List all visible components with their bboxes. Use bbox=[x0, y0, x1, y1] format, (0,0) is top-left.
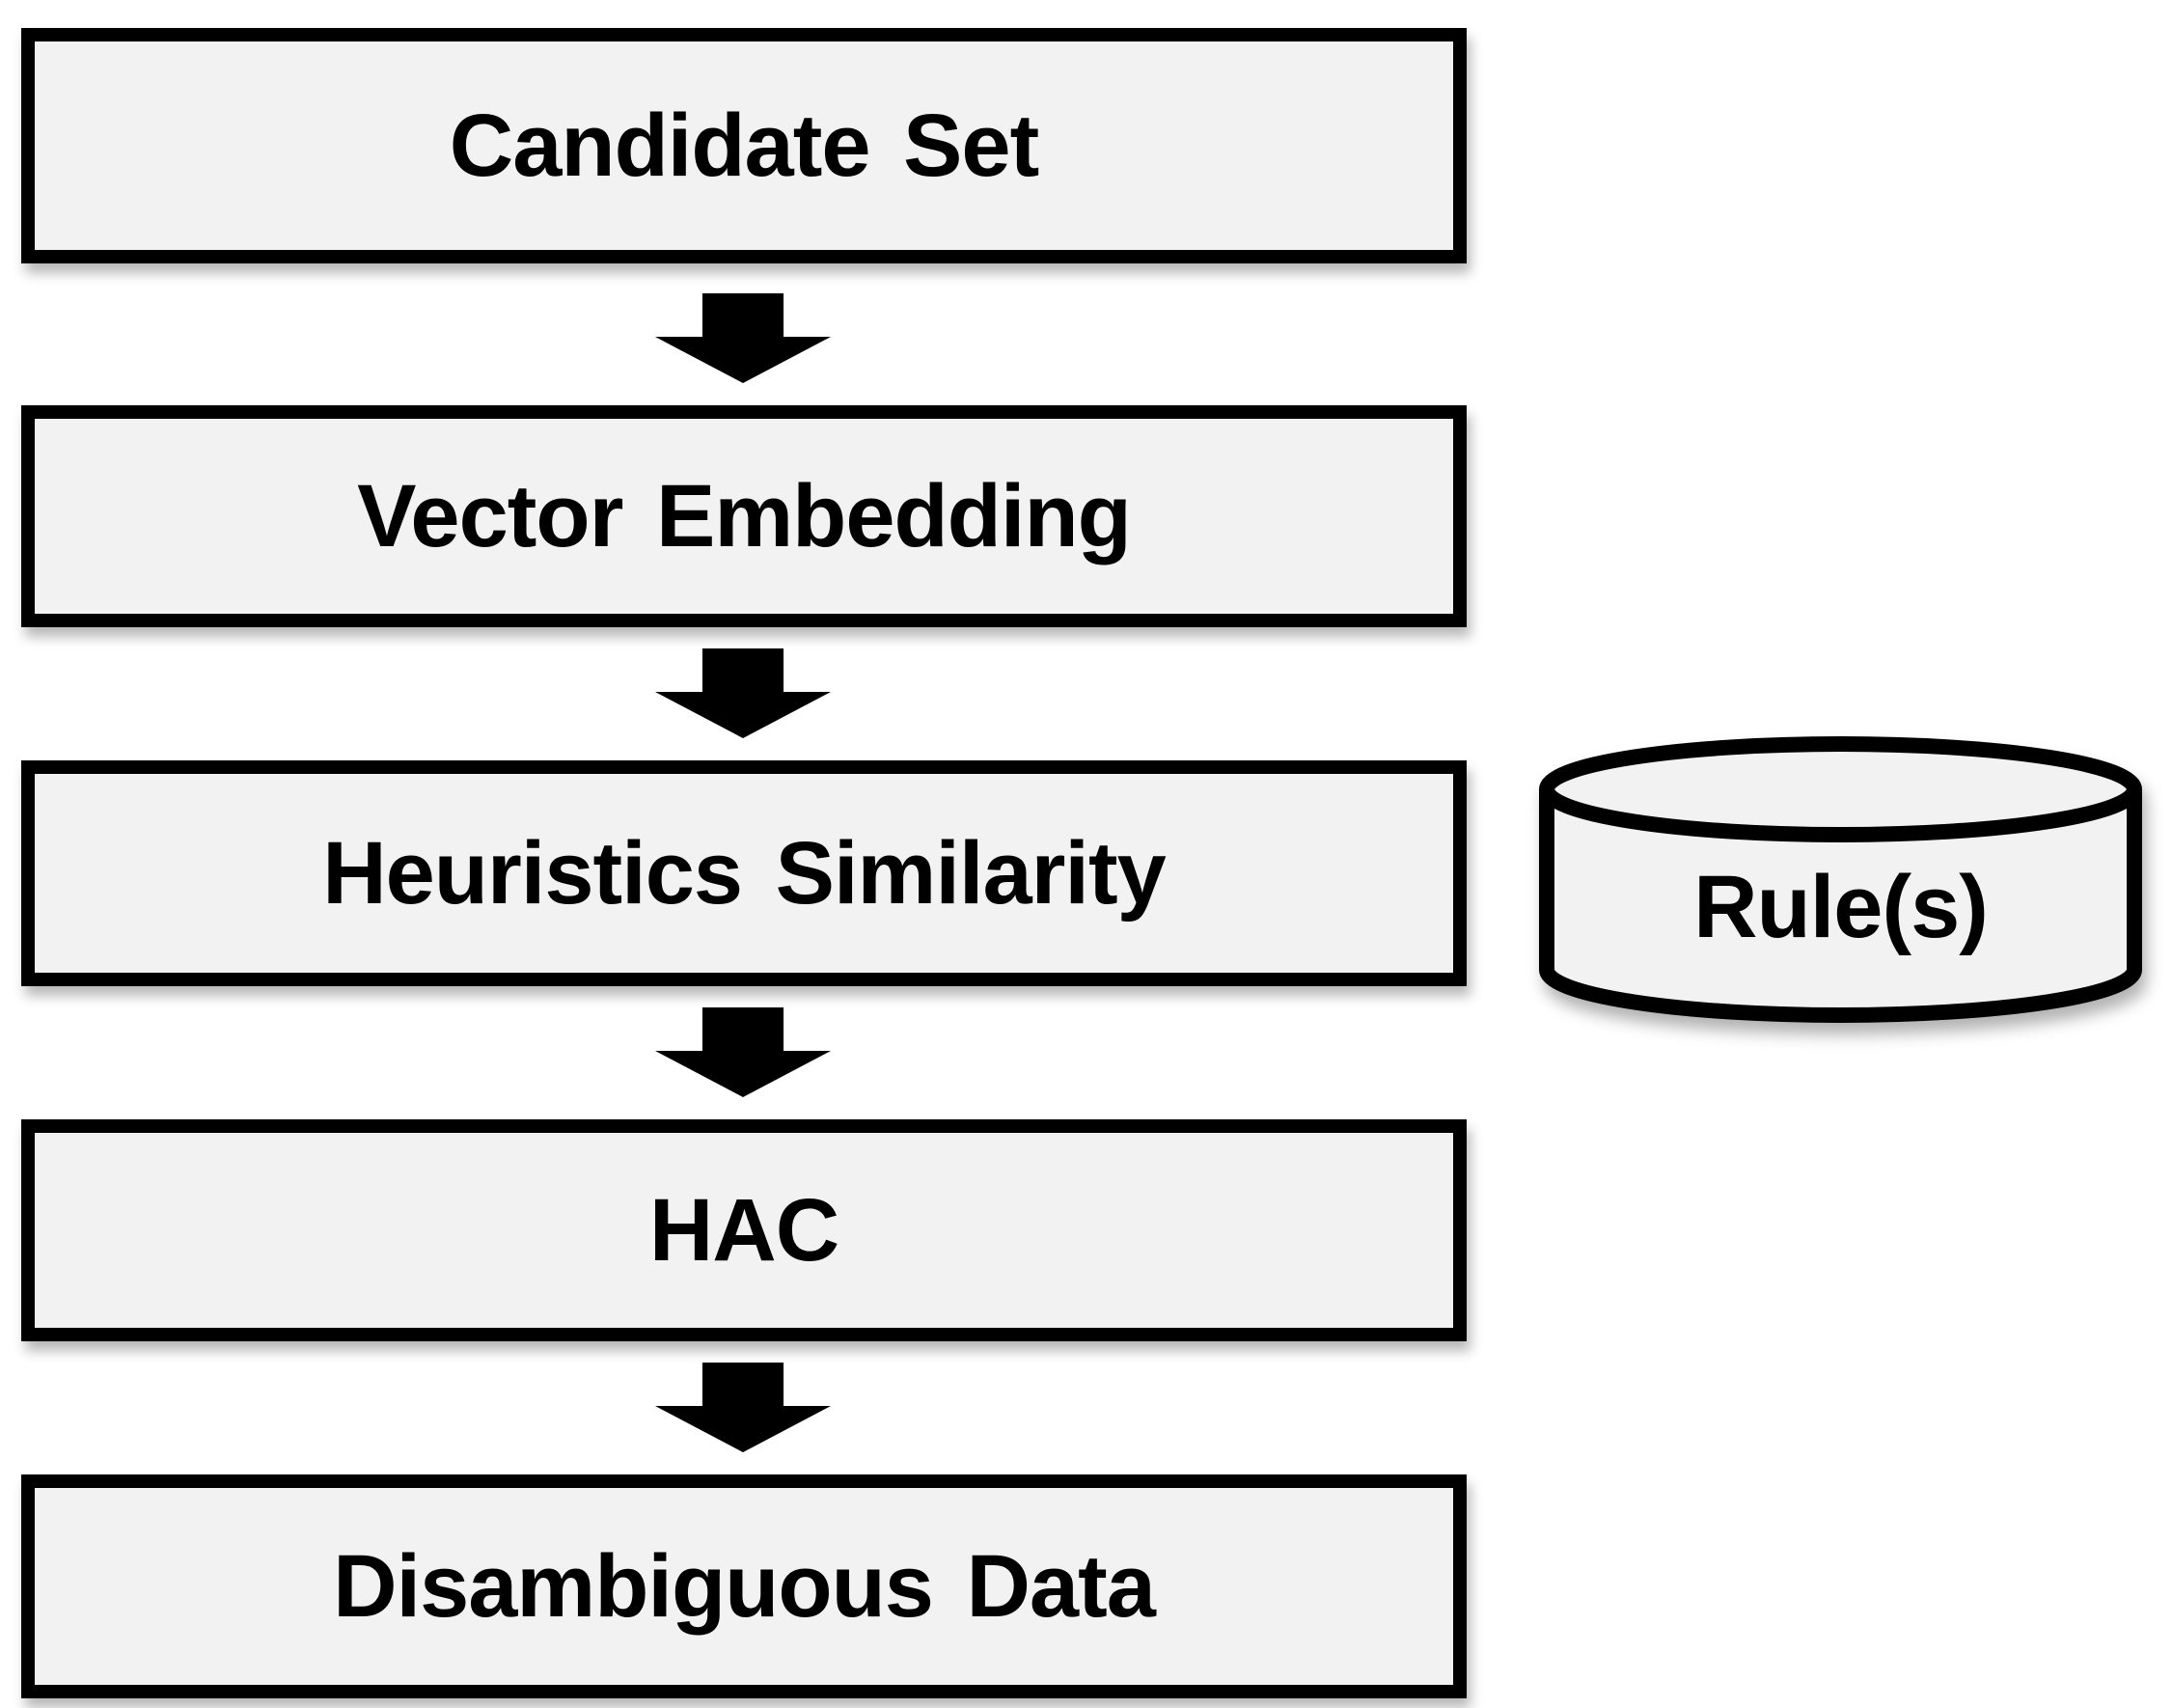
down-arrow bbox=[655, 1007, 831, 1097]
flow-box-label: Vector Embedding bbox=[357, 466, 1132, 565]
flow-box-heuristics-similarity: Heuristics Similarity bbox=[21, 760, 1467, 986]
flow-box-label: Disambiguous Data bbox=[333, 1536, 1156, 1636]
database-cylinder-icon bbox=[1539, 736, 2142, 1023]
flow-box-hac: HAC bbox=[21, 1119, 1467, 1341]
flow-box-label: Heuristics Similarity bbox=[322, 823, 1167, 923]
flow-box-candidate-set: Candidate Set bbox=[21, 28, 1467, 263]
flow-box-vector-embedding: Vector Embedding bbox=[21, 405, 1467, 627]
datastore-cylinder-rules: Rule(s) bbox=[1539, 736, 2142, 1023]
down-arrow bbox=[655, 648, 831, 738]
down-arrow bbox=[655, 293, 831, 383]
flow-box-disambiguous-data: Disambiguous Data bbox=[21, 1474, 1467, 1698]
datastore-label: Rule(s) bbox=[1693, 858, 1989, 956]
down-arrow bbox=[655, 1363, 831, 1452]
flow-box-label: HAC bbox=[648, 1180, 839, 1280]
flow-box-label: Candidate Set bbox=[449, 96, 1039, 195]
